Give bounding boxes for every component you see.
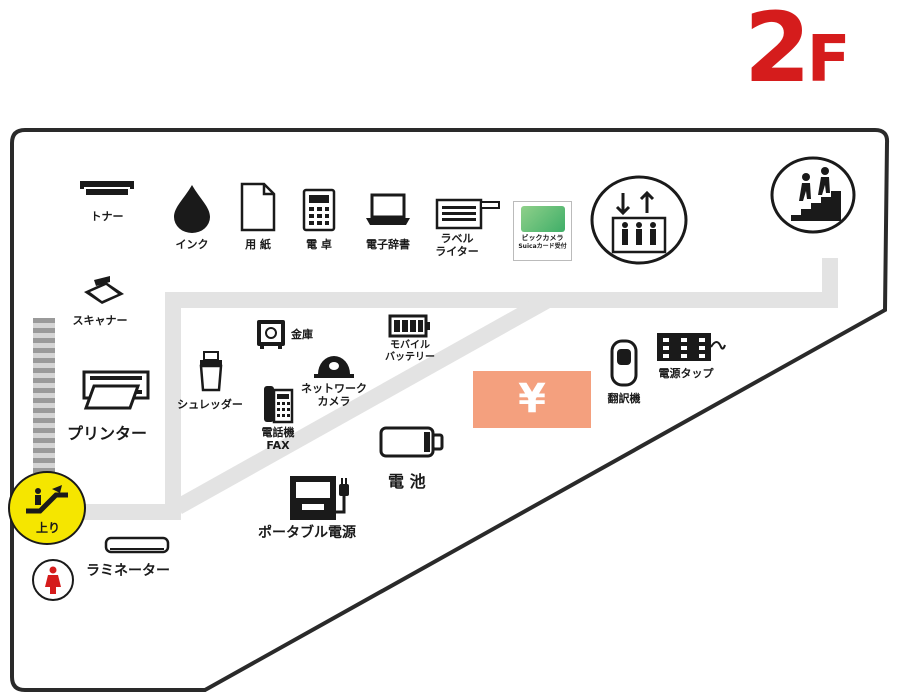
calculator-icon bbox=[302, 188, 336, 232]
phone-fax-icon bbox=[264, 386, 294, 424]
stairway-strip bbox=[33, 318, 55, 474]
label-writer-line-1: ラベル bbox=[440, 232, 474, 245]
calculator-label: 電 卓 bbox=[306, 238, 332, 251]
paper-label: 用 紙 bbox=[245, 238, 271, 251]
laminator-label: ラミネーター bbox=[86, 563, 170, 579]
toner-label: トナー bbox=[90, 210, 124, 223]
mobile-battery-line-2: バッテリー bbox=[385, 352, 435, 363]
card-reception-label-2: Suicaカード受付 bbox=[518, 243, 567, 250]
safe-label: 金庫 bbox=[291, 328, 313, 341]
power-strip-label: 電源タップ bbox=[658, 367, 714, 380]
network-camera-label: ネットワーク カメラ bbox=[296, 382, 372, 408]
escalator-label: 上り bbox=[36, 521, 61, 535]
floor-outline bbox=[10, 128, 890, 692]
battery-icon bbox=[379, 426, 444, 458]
translator-label: 翻訳機 bbox=[607, 392, 641, 405]
shredder-label: シュレッダー bbox=[177, 398, 243, 411]
escalator-icon bbox=[26, 485, 68, 514]
power-strip-icon bbox=[657, 333, 726, 361]
phone-fax-label: 電話機 FAX bbox=[250, 426, 306, 452]
card-reception-label-1: ビックカメラ bbox=[521, 234, 564, 242]
scanner-label: スキャナー bbox=[72, 314, 128, 327]
label-writer-icon bbox=[435, 198, 500, 230]
printer-label: プリンター bbox=[67, 424, 148, 443]
paper-icon bbox=[240, 182, 276, 232]
aisle bbox=[60, 258, 838, 520]
floor-number-digit: 2 bbox=[744, 0, 811, 104]
network-camera-line-1: ネットワーク bbox=[301, 382, 367, 395]
printer-icon bbox=[82, 370, 150, 410]
mobile-battery-icon bbox=[388, 314, 430, 338]
mobile-battery-label: モバイル バッテリー bbox=[378, 340, 442, 364]
restroom-woman-icon[interactable] bbox=[30, 558, 76, 602]
escalator-up[interactable]: 上り bbox=[8, 471, 86, 545]
phone-fax-line-1: 電話機 bbox=[261, 426, 295, 439]
label-writer-label: ラベル ライター bbox=[424, 232, 490, 258]
phone-fax-line-2: FAX bbox=[266, 439, 290, 452]
label-writer-line-2: ライター bbox=[435, 245, 479, 258]
battery-label: 電 池 bbox=[388, 472, 426, 491]
e-dictionary-label: 電子辞書 bbox=[366, 238, 410, 251]
network-camera-icon bbox=[314, 356, 354, 378]
mobile-battery-line-1: モバイル bbox=[390, 340, 430, 351]
floor-number: 2F bbox=[744, 0, 851, 96]
scanner-icon bbox=[84, 276, 124, 304]
card-reception-icon: ビックカメラ Suicaカード受付 bbox=[513, 201, 572, 261]
network-camera-line-2: カメラ bbox=[317, 395, 351, 408]
ink-drop-icon bbox=[174, 185, 210, 233]
portable-power-label: ポータブル電源 bbox=[258, 525, 356, 541]
floor-number-suffix: F bbox=[806, 23, 851, 97]
laminator-icon bbox=[104, 536, 170, 554]
shredder-icon bbox=[199, 351, 223, 392]
safe-icon bbox=[257, 320, 285, 349]
laptop-icon bbox=[366, 193, 410, 225]
toner-icon bbox=[80, 181, 134, 195]
elevator-icon[interactable] bbox=[589, 175, 689, 265]
cashier-counter[interactable]: ¥ bbox=[473, 371, 591, 428]
ink-label: インク bbox=[175, 238, 209, 251]
stairs-icon[interactable] bbox=[769, 155, 857, 235]
portable-power-icon bbox=[290, 476, 349, 520]
translator-icon bbox=[610, 339, 638, 387]
